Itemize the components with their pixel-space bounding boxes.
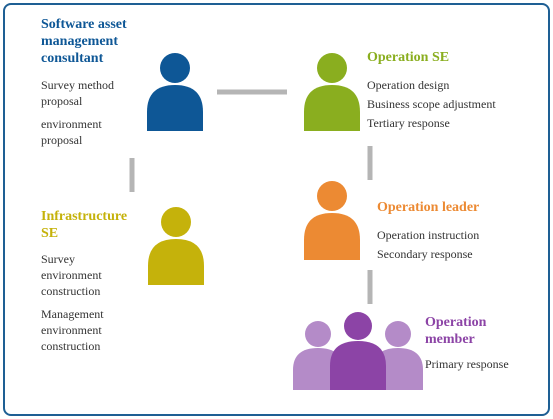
operation-se-title: Operation SE — [367, 50, 450, 65]
operation-leader-task-1: Operation instruction — [377, 228, 480, 242]
operation-se-task-1: Operation design — [367, 78, 450, 92]
operation-se-block: Operation SE Operation design Business s… — [367, 49, 496, 133]
operation-se-task-3: Tertiary response — [367, 116, 450, 130]
diagram-frame — [3, 3, 550, 416]
operation-leader-person-icon — [304, 181, 360, 260]
operation-leader-title: Operation leader — [377, 200, 480, 215]
infrastructure-se-block: Infrastructure SE Survey environment con… — [41, 208, 127, 354]
infrastructure-se-person-icon — [148, 207, 204, 285]
consultant-block: Software asset management consultant Sur… — [41, 16, 127, 148]
infrastructure-se-title: Infrastructure SE — [41, 209, 128, 241]
operation-leader-block: Operation leader Operation instruction S… — [377, 199, 479, 264]
consultant-person-icon — [147, 53, 203, 131]
member-center-person-icon — [330, 312, 386, 390]
operation-member-title: Operation member — [425, 315, 487, 347]
consultant-task-2: environment proposal — [41, 117, 102, 147]
operation-member-task-1: Primary response — [425, 357, 509, 371]
operation-se-task-2: Business scope adjustment — [367, 97, 496, 111]
operation-member-block: Operation member Primary response — [425, 314, 509, 372]
consultant-task-1: Survey method proposal — [41, 78, 114, 108]
infrastructure-se-task-1: Survey environment construction — [41, 252, 102, 298]
operation-leader-task-2: Secondary response — [377, 247, 473, 261]
consultant-title: Software asset management consultant — [41, 17, 127, 66]
operation-se-person-icon — [304, 53, 360, 131]
operation-member-group-icon — [293, 312, 423, 390]
infrastructure-se-task-2: Management environment construction — [41, 307, 104, 353]
